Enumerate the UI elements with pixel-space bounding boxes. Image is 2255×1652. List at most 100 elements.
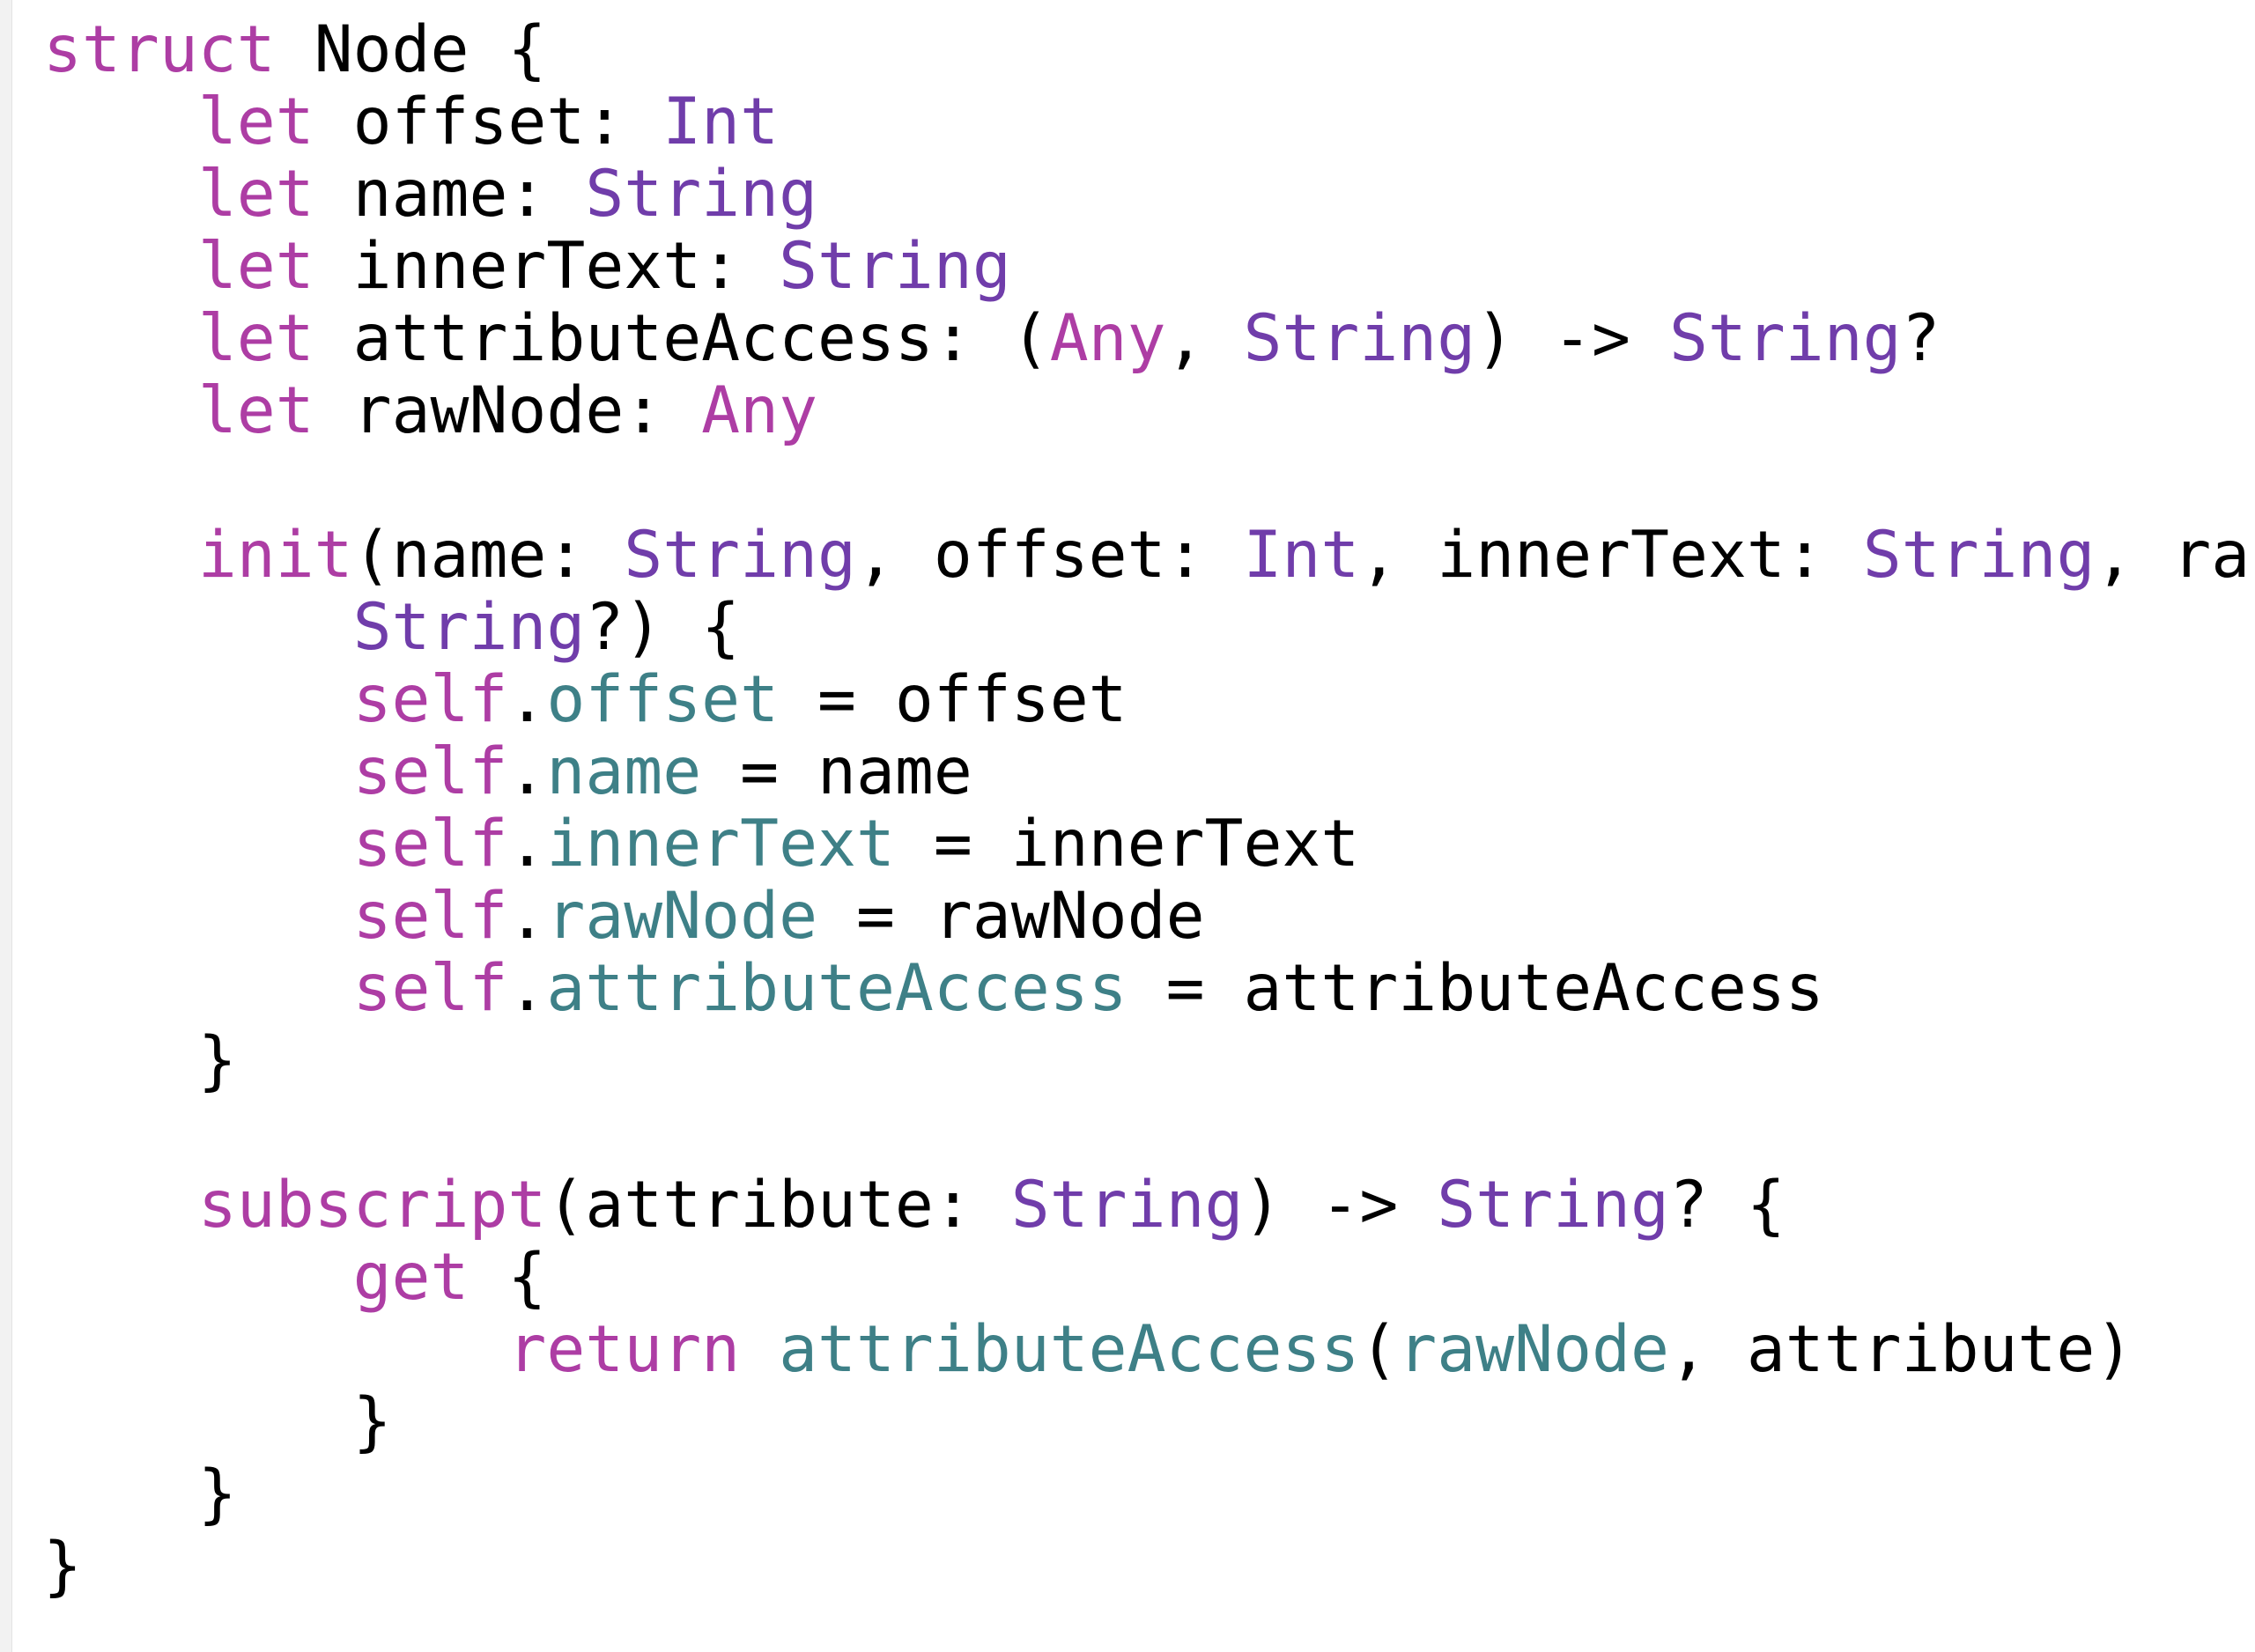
code-line[interactable]: [43, 447, 2255, 520]
code-token-type: String: [352, 590, 586, 665]
code-token-plain: ?) {: [585, 590, 741, 665]
code-token-plain: , offset:: [855, 518, 1244, 593]
code-line[interactable]: }: [43, 1458, 2255, 1530]
code-token-keyword: let: [197, 373, 314, 448]
code-line[interactable]: let name: String: [43, 159, 2255, 231]
code-token-plain: [43, 807, 353, 881]
code-token-plain: [740, 1312, 779, 1387]
code-token-plain: .: [507, 662, 547, 737]
code-token-plain: [43, 373, 198, 448]
code-token-plain: = rawNode: [817, 879, 1205, 954]
code-line[interactable]: }: [43, 1025, 2255, 1097]
code-token-type: String: [1668, 301, 1902, 376]
code-token-keyword: let: [197, 229, 314, 304]
code-token-plain: Node {: [275, 14, 547, 87]
code-token-type: String: [1243, 301, 1476, 376]
code-token-plain: [43, 85, 198, 159]
code-line[interactable]: self.name = name: [43, 736, 2255, 808]
code-token-keyword: self: [352, 734, 508, 809]
code-token-plain: (name:: [352, 518, 625, 593]
code-token-plain: [43, 951, 353, 1026]
code-token-plain: (: [1359, 1312, 1399, 1387]
code-line[interactable]: self.attributeAccess = attributeAccess: [43, 953, 2255, 1025]
code-token-property: rawNode: [546, 879, 818, 954]
code-token-plain: ? {: [1668, 1168, 1786, 1243]
code-token-keyword: struct: [43, 14, 276, 87]
code-token-type: String: [585, 157, 818, 232]
code-token-plain: [43, 590, 353, 665]
code-token-plain: ) ->: [1475, 301, 1669, 376]
code-token-keyword: return: [507, 1312, 741, 1387]
code-token-type: Int: [1243, 518, 1360, 593]
code-token-type: String: [1010, 1168, 1244, 1243]
code-line[interactable]: String?) {: [43, 592, 2255, 664]
code-line[interactable]: self.innerText = innerText: [43, 808, 2255, 881]
code-token-plain: , attribute): [1668, 1312, 2134, 1387]
code-token-keyword: self: [352, 879, 508, 954]
code-token-plain: attributeAccess: (: [314, 301, 1050, 376]
code-token-type: String: [1437, 1168, 1669, 1243]
code-token-plain: [43, 1312, 507, 1387]
code-token-property: rawNode: [1398, 1312, 1669, 1387]
code-line[interactable]: }: [43, 1530, 2255, 1603]
code-line[interactable]: struct Node {: [43, 14, 2255, 86]
code-line[interactable]: }: [43, 1386, 2255, 1458]
code-token-plain: [43, 157, 198, 232]
code-line[interactable]: self.offset = offset: [43, 664, 2255, 736]
code-token-plain: .: [507, 734, 547, 809]
code-token-property: innerText: [546, 807, 895, 881]
code-token-plain: , ra: [2095, 518, 2251, 593]
code-token-plain: (attribute:: [546, 1168, 1011, 1243]
code-token-plain: }: [43, 1384, 392, 1459]
code-line[interactable]: let offset: Int: [43, 86, 2255, 159]
code-token-plain: offset:: [314, 85, 663, 159]
code-token-plain: .: [507, 879, 547, 954]
code-token-keyword: Any: [701, 373, 818, 448]
code-token-keyword: self: [352, 662, 508, 737]
code-token-keyword: Any: [1049, 301, 1166, 376]
code-token-keyword: let: [197, 157, 314, 232]
code-editor[interactable]: struct Node { let offset: Int let name: …: [43, 14, 2255, 1652]
code-token-plain: = offset: [779, 662, 1128, 737]
code-token-plain: = attributeAccess: [1127, 951, 1824, 1026]
code-token-plain: }: [43, 1023, 237, 1098]
code-token-plain: {: [469, 1240, 547, 1315]
code-token-keyword: self: [352, 951, 508, 1026]
code-token-plain: }: [43, 1457, 237, 1531]
code-token-plain: }: [43, 1529, 82, 1604]
code-line[interactable]: let innerText: String: [43, 231, 2255, 303]
code-line[interactable]: get {: [43, 1242, 2255, 1314]
code-token-property: name: [546, 734, 702, 809]
code-token-type: String: [624, 518, 856, 593]
code-token-plain: = innerText: [894, 807, 1360, 881]
code-token-plain: [43, 734, 353, 809]
code-token-plain: = name: [701, 734, 972, 809]
code-line[interactable]: let rawNode: Any: [43, 375, 2255, 447]
code-token-type: String: [779, 229, 1011, 304]
code-line[interactable]: init(name: String, offset: Int, innerTex…: [43, 520, 2255, 592]
code-token-type: Int: [662, 85, 780, 159]
code-token-plain: ,: [1165, 301, 1244, 376]
code-token-property: offset: [546, 662, 780, 737]
code-token-plain: , innerText:: [1359, 518, 1863, 593]
code-line[interactable]: subscript(attribute: String) -> String? …: [43, 1169, 2255, 1242]
code-token-plain: .: [507, 807, 547, 881]
code-token-plain: .: [507, 951, 547, 1026]
code-token-property: attributeAccess: [546, 951, 1128, 1026]
code-token-keyword: self: [352, 807, 508, 881]
code-token-keyword: init: [197, 518, 353, 593]
code-line[interactable]: return attributeAccess(rawNode, attribut…: [43, 1314, 2255, 1386]
code-line[interactable]: [43, 1097, 2255, 1169]
code-line[interactable]: let attributeAccess: (Any, String) -> St…: [43, 303, 2255, 375]
code-token-type: String: [1862, 518, 2096, 593]
code-token-plain: [43, 1168, 198, 1243]
code-token-property: attributeAccess: [779, 1312, 1360, 1387]
code-token-plain: rawNode:: [314, 373, 702, 448]
code-line[interactable]: self.rawNode = rawNode: [43, 881, 2255, 953]
code-token-plain: [43, 301, 198, 376]
code-token-keyword: get: [352, 1240, 469, 1315]
code-token-plain: [43, 518, 198, 593]
code-token-keyword: subscript: [197, 1168, 547, 1243]
code-token-plain: [43, 879, 353, 954]
editor-gutter: [0, 0, 12, 1652]
